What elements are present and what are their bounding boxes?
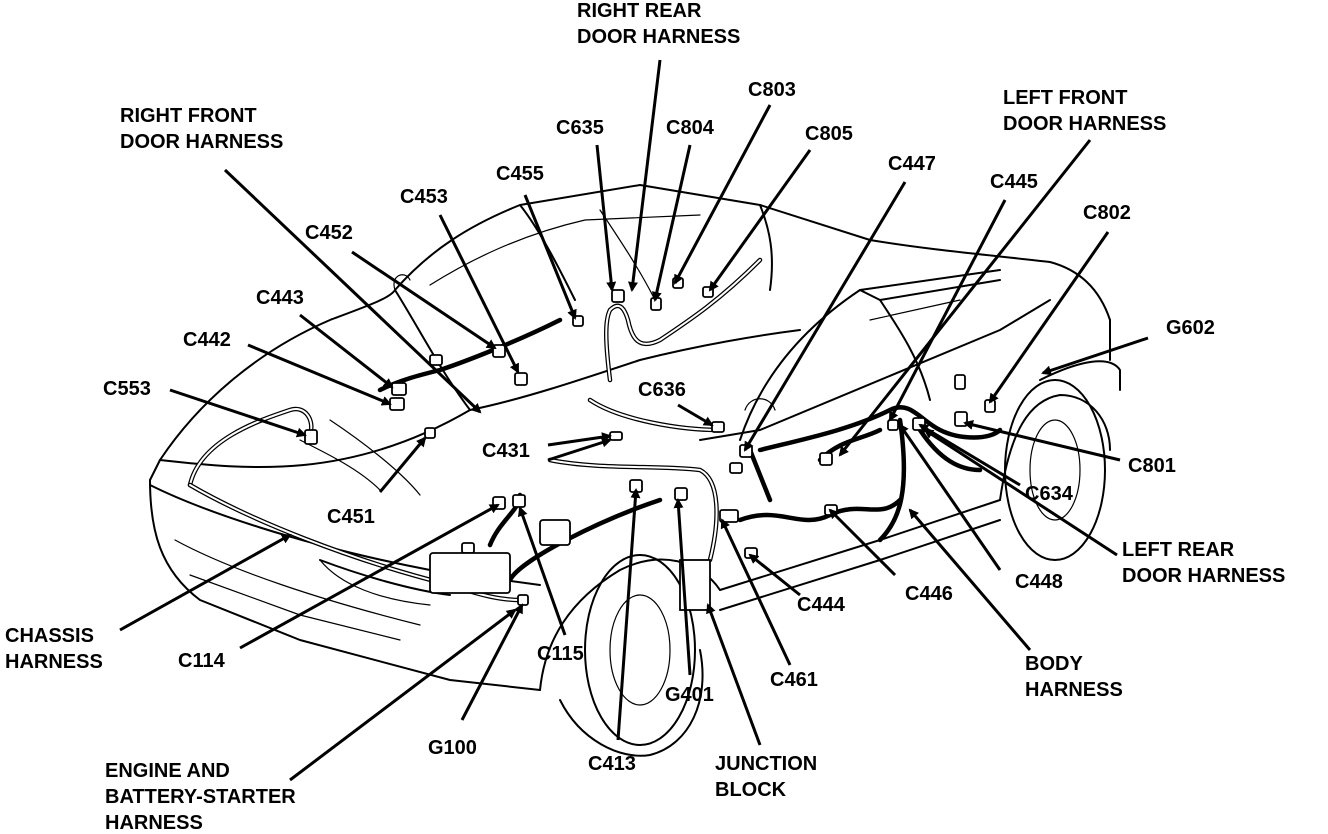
harness-wires bbox=[187, 257, 1003, 603]
leader-c447 bbox=[743, 181, 907, 452]
label-c114: C114 bbox=[178, 650, 226, 672]
label-c453: C453 bbox=[400, 186, 448, 208]
label-chassis-harness-2: HARNESS bbox=[5, 651, 103, 673]
label-c115: C115 bbox=[537, 643, 584, 665]
leader-c801 bbox=[963, 419, 1121, 462]
leader-c444 bbox=[748, 553, 801, 597]
label-c442: C442 bbox=[183, 329, 231, 351]
leader-c451 bbox=[378, 436, 427, 493]
label-body-harness-2: HARNESS bbox=[1025, 679, 1123, 701]
leader-c431a bbox=[547, 432, 612, 447]
label-body-harness-1: BODY bbox=[1025, 653, 1083, 675]
leader-g602 bbox=[1041, 336, 1149, 376]
label-right-front-door-harness-1: RIGHT FRONT bbox=[120, 105, 257, 127]
label-c451: C451 bbox=[327, 506, 375, 528]
label-c553: C553 bbox=[103, 378, 151, 400]
leader-c448 bbox=[898, 423, 1002, 571]
leader-c443 bbox=[299, 313, 394, 389]
connectors bbox=[304, 277, 996, 611]
label-c447: C447 bbox=[888, 153, 936, 175]
label-c636: C636 bbox=[638, 379, 686, 401]
label-g401: G401 bbox=[665, 684, 714, 706]
label-g602: G602 bbox=[1166, 317, 1215, 339]
leader-c413 bbox=[616, 488, 641, 741]
leader-c114 bbox=[239, 503, 500, 650]
label-c452: C452 bbox=[305, 222, 353, 244]
label-c445: C445 bbox=[990, 171, 1038, 193]
leader-c442 bbox=[247, 343, 392, 406]
label-left-front-door-harness-1: LEFT FRONT bbox=[1003, 87, 1127, 109]
leader-left-rear-door-harness bbox=[923, 428, 1118, 557]
leader-engine-harness bbox=[289, 608, 517, 782]
label-c443: C443 bbox=[256, 287, 304, 309]
label-right-rear-door-harness-1: RIGHT REAR bbox=[577, 0, 702, 22]
label-c805: C805 bbox=[805, 123, 853, 145]
label-c461: C461 bbox=[770, 669, 818, 691]
leader-c553 bbox=[169, 388, 307, 438]
leader-c452 bbox=[351, 250, 497, 350]
label-c413: C413 bbox=[588, 753, 636, 775]
label-left-rear-door-harness-1: LEFT REAR bbox=[1122, 539, 1235, 561]
label-chassis-harness-1: CHASSIS bbox=[5, 625, 94, 647]
leader-c802 bbox=[988, 231, 1110, 404]
leader-c455 bbox=[523, 194, 577, 320]
leader-c804 bbox=[651, 144, 692, 302]
label-c431: C431 bbox=[482, 440, 530, 462]
leader-junction-block bbox=[706, 603, 762, 746]
leader-c445 bbox=[888, 199, 1007, 422]
label-c448: C448 bbox=[1015, 571, 1063, 593]
label-c635: C635 bbox=[556, 117, 604, 139]
label-engine-harness-2: BATTERY-STARTER bbox=[105, 786, 296, 808]
label-c634: C634 bbox=[1025, 483, 1074, 505]
label-c444: C444 bbox=[797, 594, 846, 616]
label-junction-block-1: JUNCTION bbox=[715, 753, 817, 775]
leader-chassis-harness bbox=[119, 533, 292, 632]
label-engine-harness-1: ENGINE AND bbox=[105, 760, 230, 782]
leader-g100 bbox=[460, 603, 524, 721]
label-junction-block-2: BLOCK bbox=[715, 779, 787, 801]
label-g100: G100 bbox=[428, 737, 477, 759]
label-left-rear-door-harness-2: DOOR HARNESS bbox=[1122, 565, 1285, 587]
leader-c115 bbox=[517, 506, 567, 636]
labels: RIGHT REAR DOOR HARNESS RIGHT FRONT DOOR… bbox=[5, 0, 1285, 834]
label-right-front-door-harness-2: DOOR HARNESS bbox=[120, 131, 283, 153]
label-c803: C803 bbox=[748, 79, 796, 101]
leader-left-front-door-harness bbox=[838, 139, 1092, 457]
leader-right-front-door-harness bbox=[223, 168, 482, 414]
leader-c805 bbox=[708, 149, 812, 292]
leader-c634 bbox=[918, 423, 1021, 487]
label-c446: C446 bbox=[905, 583, 953, 605]
leader-g401 bbox=[673, 498, 692, 676]
label-c804: C804 bbox=[666, 117, 715, 139]
leader-c453 bbox=[438, 214, 520, 374]
leader-c636 bbox=[677, 403, 714, 427]
leader-c461 bbox=[720, 518, 792, 666]
leader-body-harness bbox=[908, 508, 1032, 651]
leader-lines bbox=[119, 59, 1149, 782]
label-engine-harness-3: HARNESS bbox=[105, 812, 203, 834]
label-c801: C801 bbox=[1128, 455, 1176, 477]
leader-c803 bbox=[673, 104, 772, 285]
leader-right-rear-door-harness bbox=[628, 59, 662, 292]
leader-c635 bbox=[595, 144, 617, 292]
label-right-rear-door-harness-2: DOOR HARNESS bbox=[577, 26, 740, 48]
label-c455: C455 bbox=[496, 163, 544, 185]
leader-c446 bbox=[828, 508, 897, 577]
label-c802: C802 bbox=[1083, 202, 1131, 224]
leader-c431b bbox=[547, 437, 612, 462]
label-left-front-door-harness-2: DOOR HARNESS bbox=[1003, 113, 1166, 135]
